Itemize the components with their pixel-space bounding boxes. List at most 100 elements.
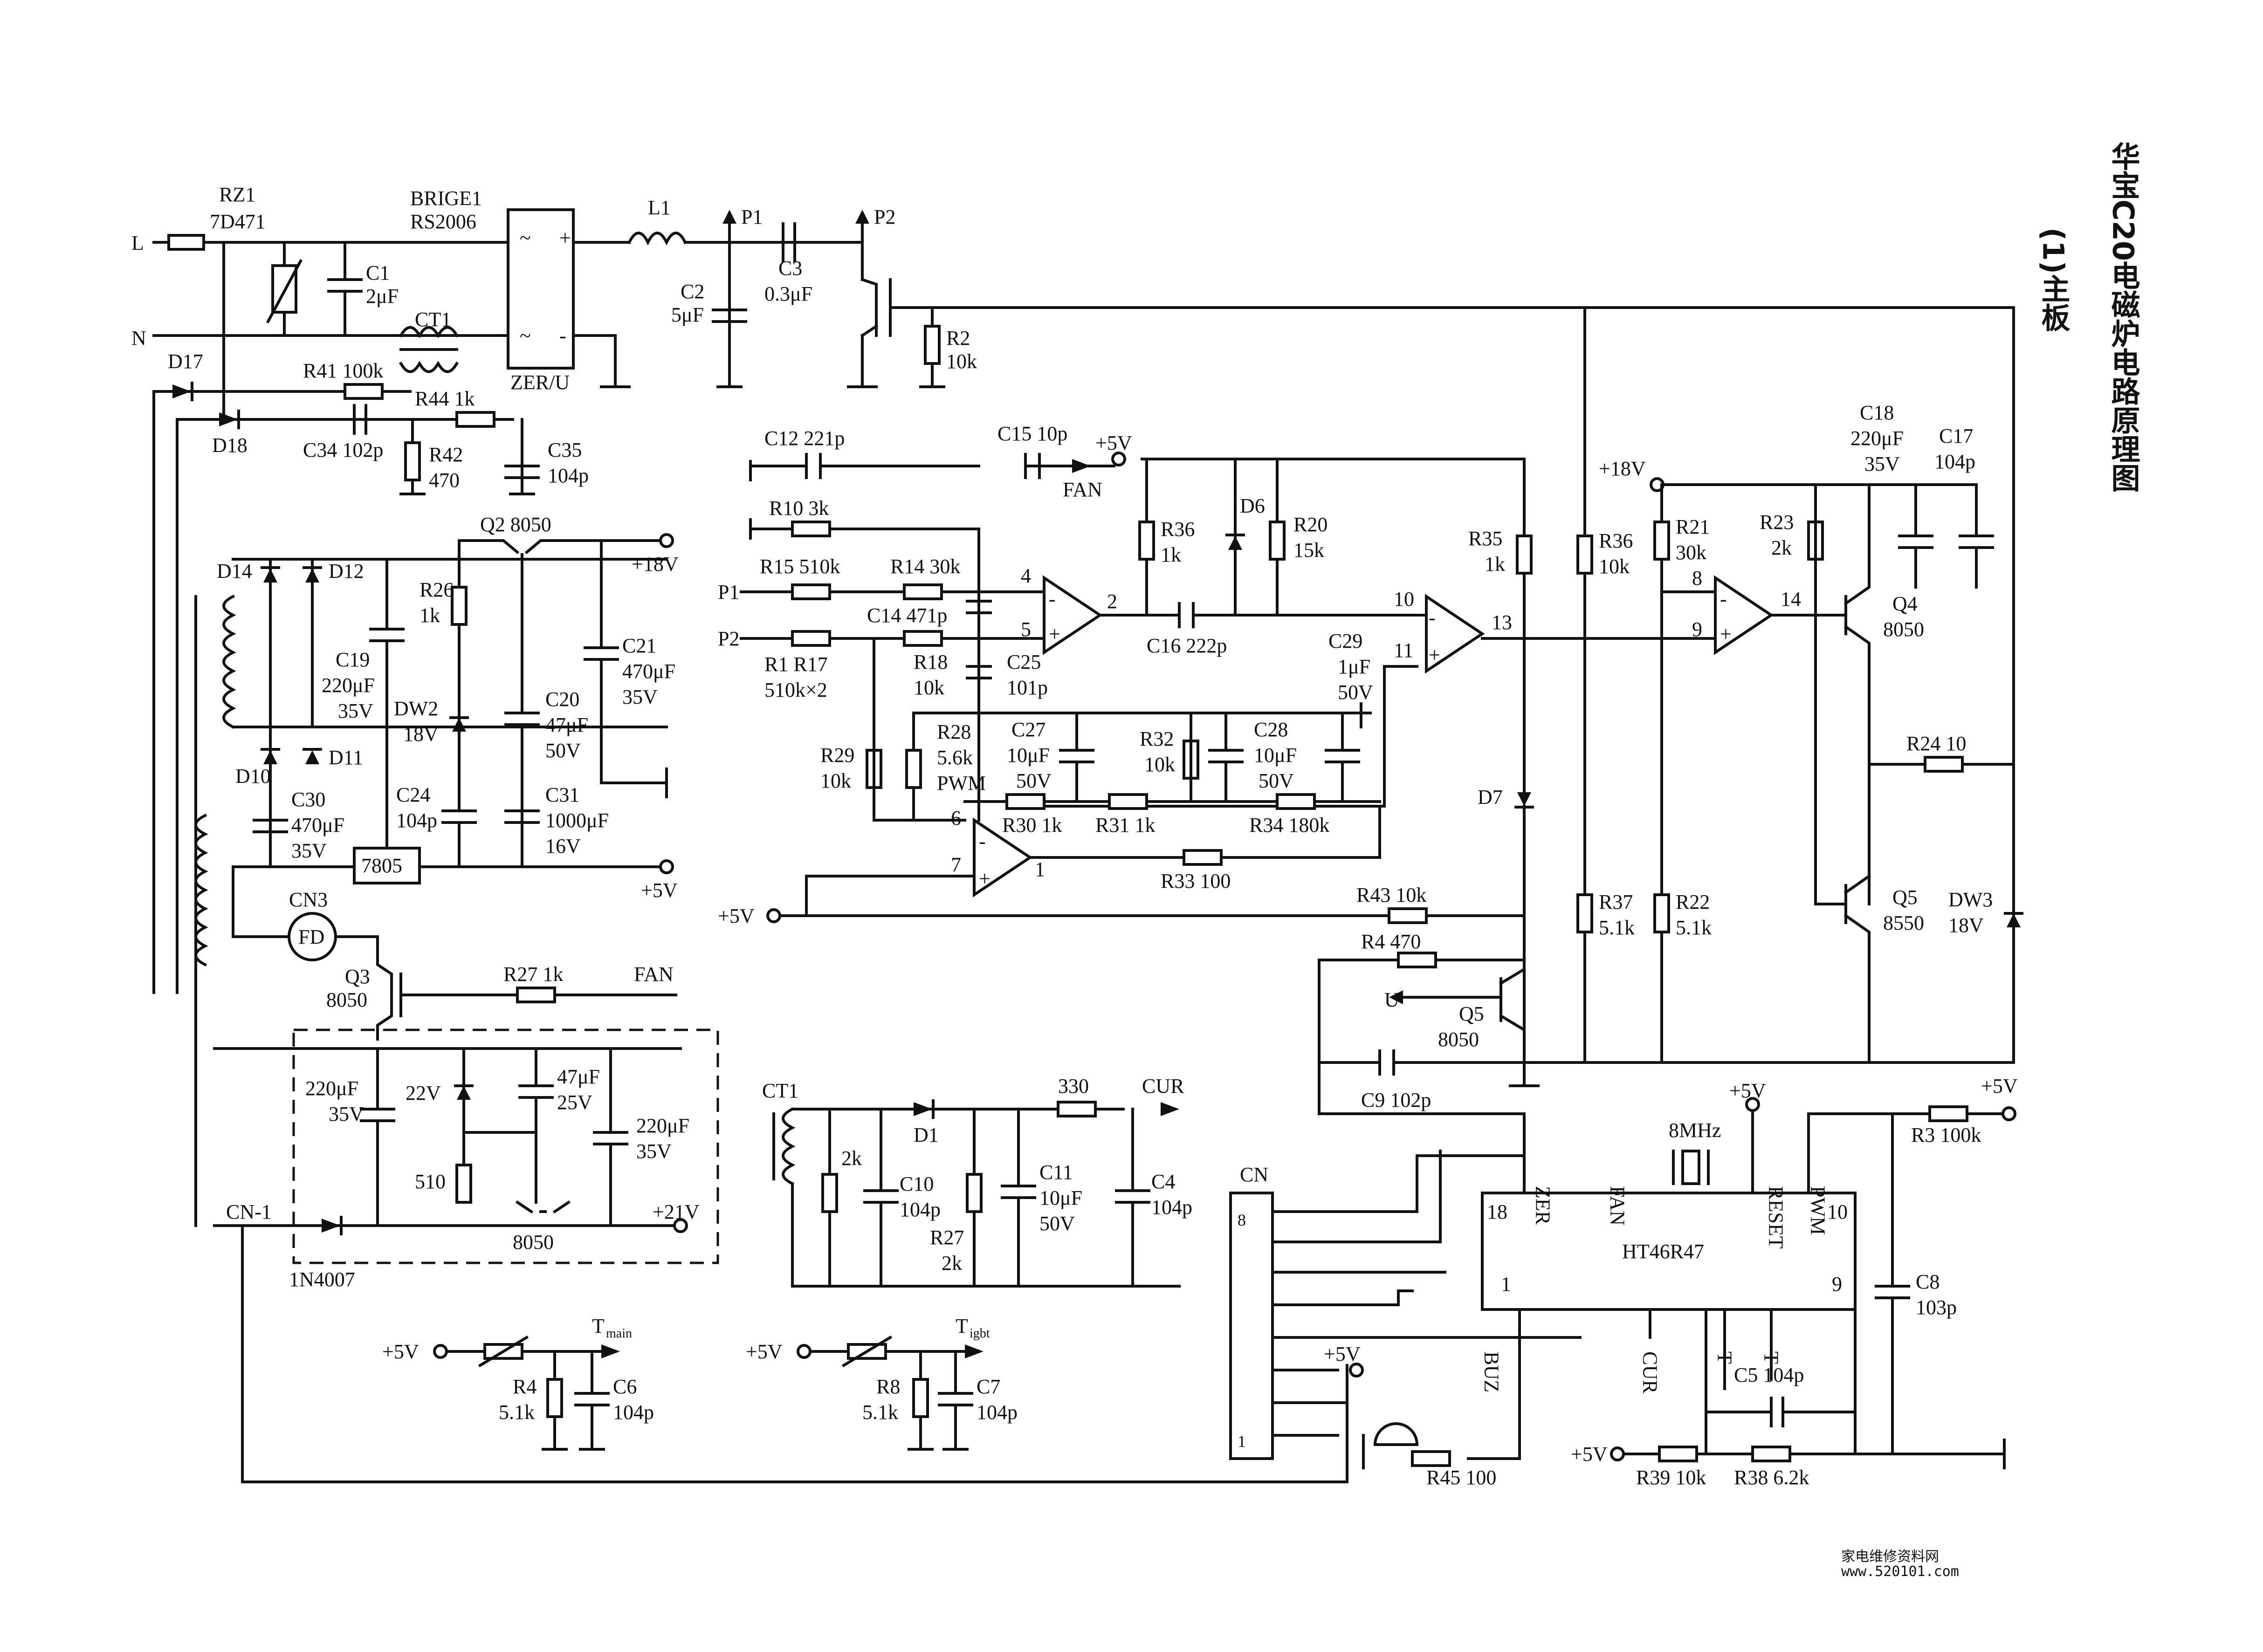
C24-label: C24 — [396, 783, 430, 806]
mcu-pin-1: 1 — [1501, 1273, 1511, 1296]
net-5v: +5V — [641, 879, 678, 902]
C20-label: C20 — [545, 688, 579, 711]
net-CN-1: CN-1 — [226, 1200, 272, 1223]
C35-value: 104p — [548, 464, 589, 487]
cn-pin-1: 1 — [1238, 1432, 1246, 1451]
Q5b-label: Q5 — [1892, 886, 1918, 909]
C34-label: C34 102p — [303, 439, 383, 461]
C9-label: C9 102p — [1361, 1089, 1431, 1111]
pin-RESET: RESET — [1765, 1186, 1788, 1249]
pin-1: 1 — [1035, 858, 1045, 881]
r-510: 510 — [415, 1170, 446, 1193]
R330-label: 330 — [1058, 1075, 1089, 1097]
C6-value: 104p — [613, 1401, 654, 1424]
C24-value: 104p — [396, 809, 437, 832]
CT1b-label: CT1 — [762, 1079, 798, 1102]
D1-label: D1 — [914, 1124, 939, 1146]
C1-label: C1 — [366, 261, 390, 284]
opamp-1 — [1043, 575, 1103, 655]
R37-label: R37 — [1599, 891, 1633, 913]
R1R17-label: R1 R17 — [764, 653, 828, 676]
pin-7: 7 — [951, 853, 961, 876]
T-igbt: T — [956, 1315, 968, 1337]
R15-label: R15 510k — [760, 555, 840, 578]
current-sense: CT1 D1 2k C10 104p R27 2k C11 10μF 50V 3… — [762, 1075, 1192, 1288]
C20-value2: 50V — [545, 739, 581, 762]
R29-label: R29 — [820, 744, 854, 767]
R37-value: 5.1k — [1599, 916, 1635, 939]
C30-value1: 470μF — [291, 814, 344, 836]
C18-value1: 220μF — [1850, 427, 1904, 450]
R38-label: R38 6.2k — [1734, 1466, 1809, 1489]
R42-value: 470 — [429, 469, 460, 492]
net-N: N — [131, 327, 146, 350]
D17-label: D17 — [168, 350, 203, 373]
net-P2: P2 — [874, 206, 895, 228]
net-P1-in: P1 — [718, 581, 739, 603]
svg-text:-: - — [1049, 588, 1056, 610]
D7-label: D7 — [1478, 786, 1503, 809]
C20-value1: 47μF — [545, 713, 588, 736]
R4-value: 5.1k — [499, 1401, 535, 1424]
pin-8: 8 — [1692, 567, 1702, 590]
C18-value2: 35V — [1864, 452, 1900, 475]
net-P2-in: P2 — [718, 627, 739, 650]
C8-label: C8 — [1916, 1270, 1940, 1293]
C8-value: 103p — [1916, 1296, 1957, 1319]
opamp-section: C12 221p C15 10p FAN +5V R10 3k R15 510k… — [718, 422, 1693, 1236]
R4-label: R4 — [513, 1375, 537, 1398]
schematic-subtitle: (1)主板 — [2036, 227, 2070, 332]
DW3-label: DW3 — [1948, 888, 1993, 911]
net-5v-b: +5V — [718, 905, 755, 927]
C27-value2: 50V — [1016, 769, 1052, 792]
C35-label: C35 — [548, 439, 582, 461]
R39-label: R39 10k — [1636, 1466, 1706, 1489]
title: 华宝C20电磁炉电路原理图 (1)主板 — [2036, 142, 2140, 492]
RZ1-label: RZ1 — [219, 183, 255, 206]
C4-value: 104p — [1151, 1196, 1192, 1219]
DW2-value: 18V — [403, 723, 439, 746]
C11-value2: 50V — [1039, 1212, 1075, 1235]
net-5v-a: +5V — [1095, 432, 1132, 454]
svg-text:+: + — [559, 226, 571, 249]
R28-value: 5.6k — [937, 746, 973, 769]
R27b-value: 2k — [942, 1252, 962, 1275]
mcu-label: HT46R47 — [1622, 1240, 1704, 1263]
C3-value: 0.3μF — [764, 282, 812, 305]
bridge-rectifier — [507, 208, 575, 370]
Q5b-value: 8550 — [1883, 912, 1924, 934]
R35-value: 1k — [1485, 553, 1505, 576]
C25-label: C25 — [1007, 651, 1041, 673]
R27b-label: R27 — [930, 1226, 964, 1249]
C27-label: C27 — [1011, 718, 1046, 741]
svg-text:-: - — [1429, 606, 1436, 629]
mains-input: L N RZ1 7D471 C1 2μF CT1 BRIGE1 RS2006 ~… — [131, 183, 2015, 495]
R14-label: R14 30k — [890, 555, 960, 578]
regulator-label: 7805 — [361, 854, 402, 877]
net-5v-r3: +5V — [1981, 1075, 2018, 1097]
C29-value1: 1μF — [1338, 655, 1370, 678]
power-supply: D14 D12 D10 D11 C30 470μF 35V 7805 C19 2… — [152, 390, 1348, 1483]
crystal — [1681, 1150, 1700, 1185]
R20-label: R20 — [1293, 513, 1328, 536]
R2-label: R2 — [946, 327, 970, 350]
C14-label: C14 471p — [867, 604, 947, 627]
pin-PWM: PWM — [1807, 1186, 1830, 1235]
C10-label: C10 — [900, 1172, 934, 1195]
t-8050: 8050 — [513, 1231, 554, 1254]
net-5v-t1: +5V — [382, 1340, 419, 1363]
c-220b: 220μF — [636, 1114, 689, 1137]
R26-value: 1k — [420, 604, 440, 627]
C28-value1: 10μF — [1254, 744, 1297, 767]
R18-value: 10k — [914, 676, 944, 699]
net-U: U — [1384, 988, 1399, 1011]
C21-value2: 35V — [622, 685, 658, 708]
C17-value: 104p — [1934, 450, 1975, 473]
Q4-value: 8050 — [1883, 618, 1924, 641]
c-35a: 35V — [329, 1103, 364, 1125]
Q3-label: Q3 — [345, 965, 370, 988]
R4b-label: R4 470 — [1361, 930, 1421, 953]
pin-13: 13 — [1492, 611, 1512, 634]
RZ1-value: 7D471 — [210, 210, 266, 233]
R31-label: R31 1k — [1095, 814, 1155, 836]
